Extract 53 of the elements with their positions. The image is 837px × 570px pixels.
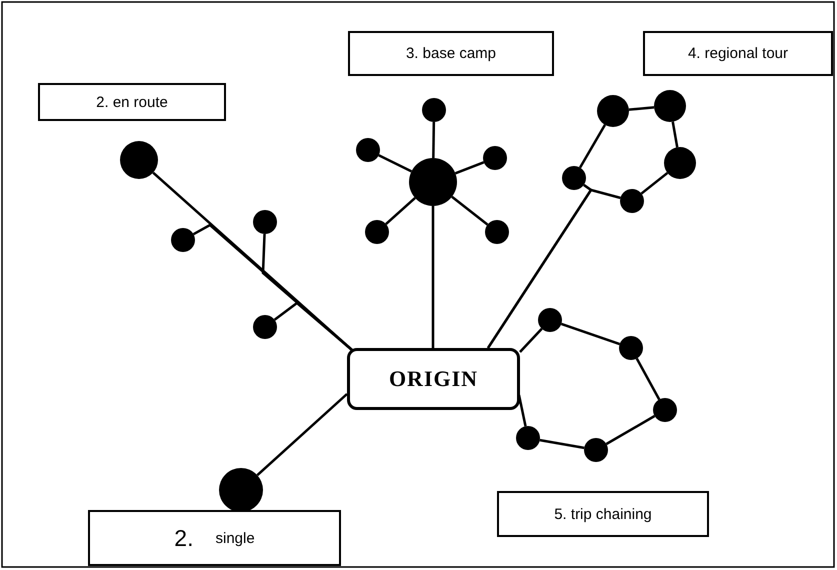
dot	[538, 308, 562, 332]
dot	[253, 210, 277, 234]
dot	[516, 426, 540, 450]
dot	[654, 90, 686, 122]
connector-line	[560, 322, 620, 346]
trip-type-label: 2. en route	[96, 94, 168, 110]
label-box	[643, 31, 833, 76]
dot	[120, 141, 158, 179]
connector-line	[274, 301, 353, 351]
dot	[620, 189, 644, 213]
connector-line	[518, 394, 527, 426]
connector-line	[385, 197, 416, 225]
connector-line	[628, 106, 654, 111]
dot	[664, 147, 696, 179]
origin-label: ORIGIN	[388, 366, 478, 392]
trip-type-label: 3. base camp	[406, 45, 496, 62]
dot	[485, 220, 509, 244]
connector-line	[451, 196, 488, 226]
connector-line	[432, 122, 436, 158]
connector-line	[454, 161, 484, 174]
label-box	[348, 31, 554, 76]
dot	[422, 98, 446, 122]
label-box	[38, 83, 226, 121]
dot	[653, 398, 677, 422]
dot	[409, 158, 457, 206]
connector-line	[540, 438, 584, 450]
origin-box	[347, 348, 520, 410]
dot	[356, 138, 380, 162]
connector-line	[672, 122, 678, 148]
connector-line	[578, 124, 606, 168]
connector-line	[432, 206, 434, 348]
trip-type-label: 5. trip chaining	[554, 506, 652, 522]
dot	[219, 468, 263, 512]
dot	[253, 315, 277, 339]
label-box	[497, 491, 709, 537]
connector-line	[640, 172, 668, 195]
dot	[597, 95, 629, 127]
trip-type-label: 4. regional tour	[688, 45, 788, 62]
trip-type-label: single	[215, 530, 255, 546]
connector-line	[519, 328, 543, 353]
dot	[562, 166, 586, 190]
connector-line	[256, 393, 348, 476]
connector-line	[636, 358, 660, 400]
dot	[584, 438, 608, 462]
connector-line	[606, 414, 656, 446]
dot	[365, 220, 389, 244]
dot	[171, 228, 195, 252]
trip-type-label: 2.	[174, 524, 194, 552]
dot	[619, 336, 643, 360]
label-box	[88, 510, 341, 566]
connector-line	[486, 188, 621, 349]
connector-line	[378, 154, 412, 173]
dot	[483, 146, 507, 170]
